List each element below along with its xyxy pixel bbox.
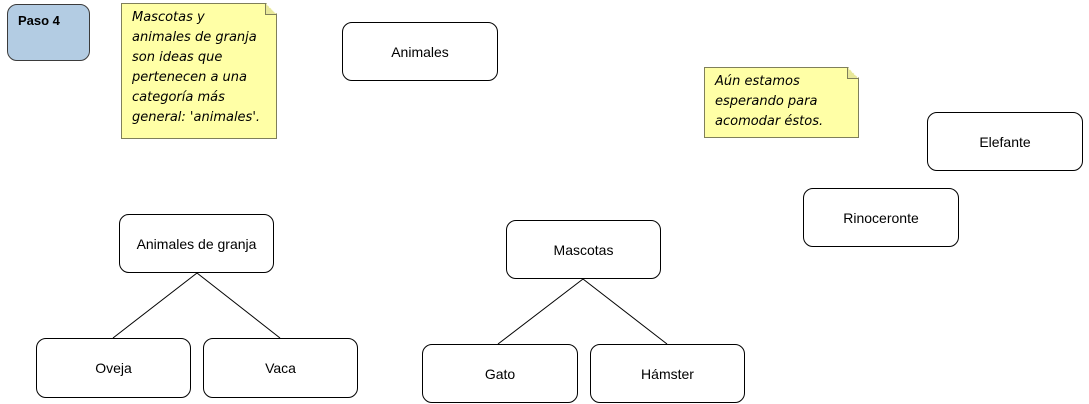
sticky-note-pending[interactable]: Aún estamos esperando para acomodar ésto…	[704, 67, 859, 138]
connector-granja-vaca	[196, 272, 281, 339]
node-animales[interactable]: Animales	[342, 22, 498, 81]
connector-granja-oveja	[112, 272, 198, 339]
connector-mascotas-hamster	[582, 278, 668, 345]
note-text: Aún estamos esperando para acomodar ésto…	[715, 74, 824, 129]
sticky-note-categories[interactable]: Mascotas y animales de granja son ideas …	[121, 3, 277, 139]
step-badge[interactable]: Paso 4	[7, 4, 90, 61]
node-label: Animales de granja	[136, 235, 257, 252]
node-label: Gato	[484, 365, 516, 382]
step-label: Paso 4	[18, 13, 60, 28]
note-fold-corner	[265, 4, 276, 15]
node-label: Elefante	[979, 133, 1031, 150]
note-fold-corner	[847, 68, 858, 79]
node-label: Hámster	[641, 365, 694, 382]
node-animales-de-granja[interactable]: Animales de granja	[119, 214, 274, 273]
node-label: Oveja	[95, 360, 132, 376]
node-label: Mascotas	[553, 241, 614, 258]
node-label: Rinoceronte	[843, 209, 919, 226]
node-oveja[interactable]: Oveja	[36, 338, 191, 398]
node-mascotas[interactable]: Mascotas	[506, 220, 661, 279]
node-gato[interactable]: Gato	[422, 344, 578, 403]
note-text: Mascotas y animales de granja son ideas …	[132, 10, 261, 125]
node-vaca[interactable]: Vaca	[203, 338, 358, 398]
node-label: Vaca	[265, 360, 296, 376]
node-rinoceronte[interactable]: Rinoceronte	[803, 188, 959, 247]
node-elefante[interactable]: Elefante	[927, 112, 1083, 171]
node-label: Animales	[391, 43, 449, 60]
connector-mascotas-gato	[497, 278, 584, 345]
node-hamster[interactable]: Hámster	[590, 344, 745, 403]
